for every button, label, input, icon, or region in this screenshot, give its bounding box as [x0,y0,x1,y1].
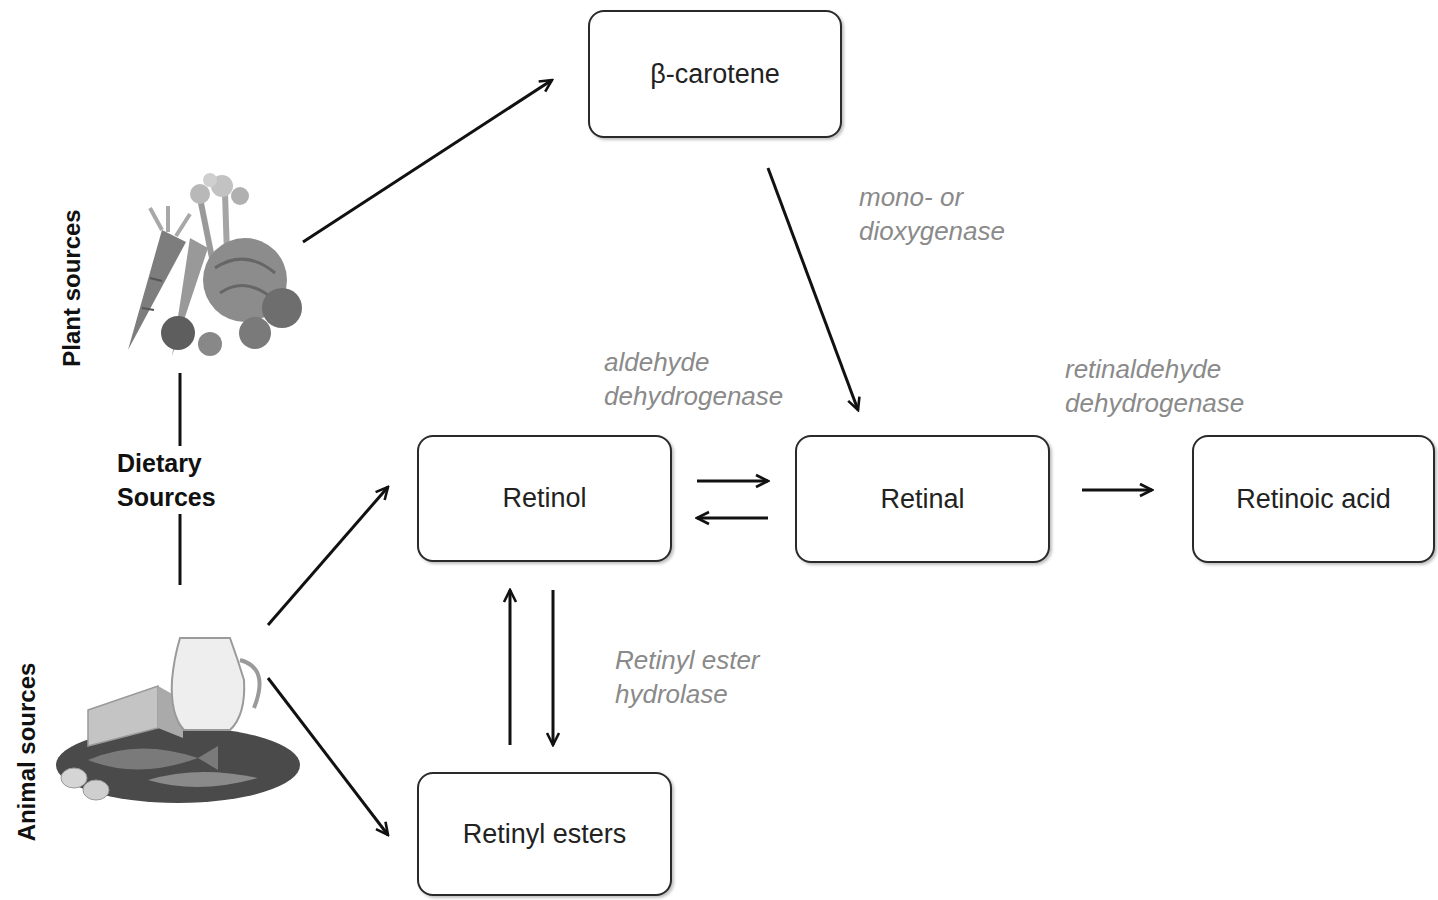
compound-box: Retinoic acid [1192,435,1435,563]
reaction-arrow [697,480,768,483]
compound-box: β-carotene [588,10,842,138]
compound-box: Retinol [417,435,672,562]
compound-name: Retinol [502,483,586,514]
enzyme-label: Retinyl ester hydrolase [612,643,803,711]
compound-name: Retinyl esters [463,819,627,850]
food-illustration [8,620,308,870]
enzyme-label: aldehyde dehydrogenase [601,345,822,413]
reaction-arrow [697,517,768,520]
reaction-arrow [1082,489,1152,492]
plant-sources-illustration: Plant sources [50,168,305,390]
compound-name: Retinal [880,484,964,515]
animal-sources-illustration: Animal sources [8,620,308,870]
compound-name: Retinoic acid [1236,484,1391,515]
reaction-arrow [509,590,512,745]
compound-name: β-carotene [650,59,780,90]
compound-box: Retinyl esters [417,772,672,896]
source-label: Plant sources [58,209,86,366]
enzyme-label: mono- or dioxygenase [856,180,1047,248]
reaction-arrow [303,80,552,242]
reaction-arrow [268,487,388,625]
source-label: Animal sources [13,663,41,842]
enzyme-label: retinaldehyde dehydrogenase [1062,352,1288,420]
group-label: Dietary Sources [114,446,245,514]
food-illustration [50,168,305,390]
reaction-arrow [552,590,555,745]
compound-box: Retinal [795,435,1050,563]
